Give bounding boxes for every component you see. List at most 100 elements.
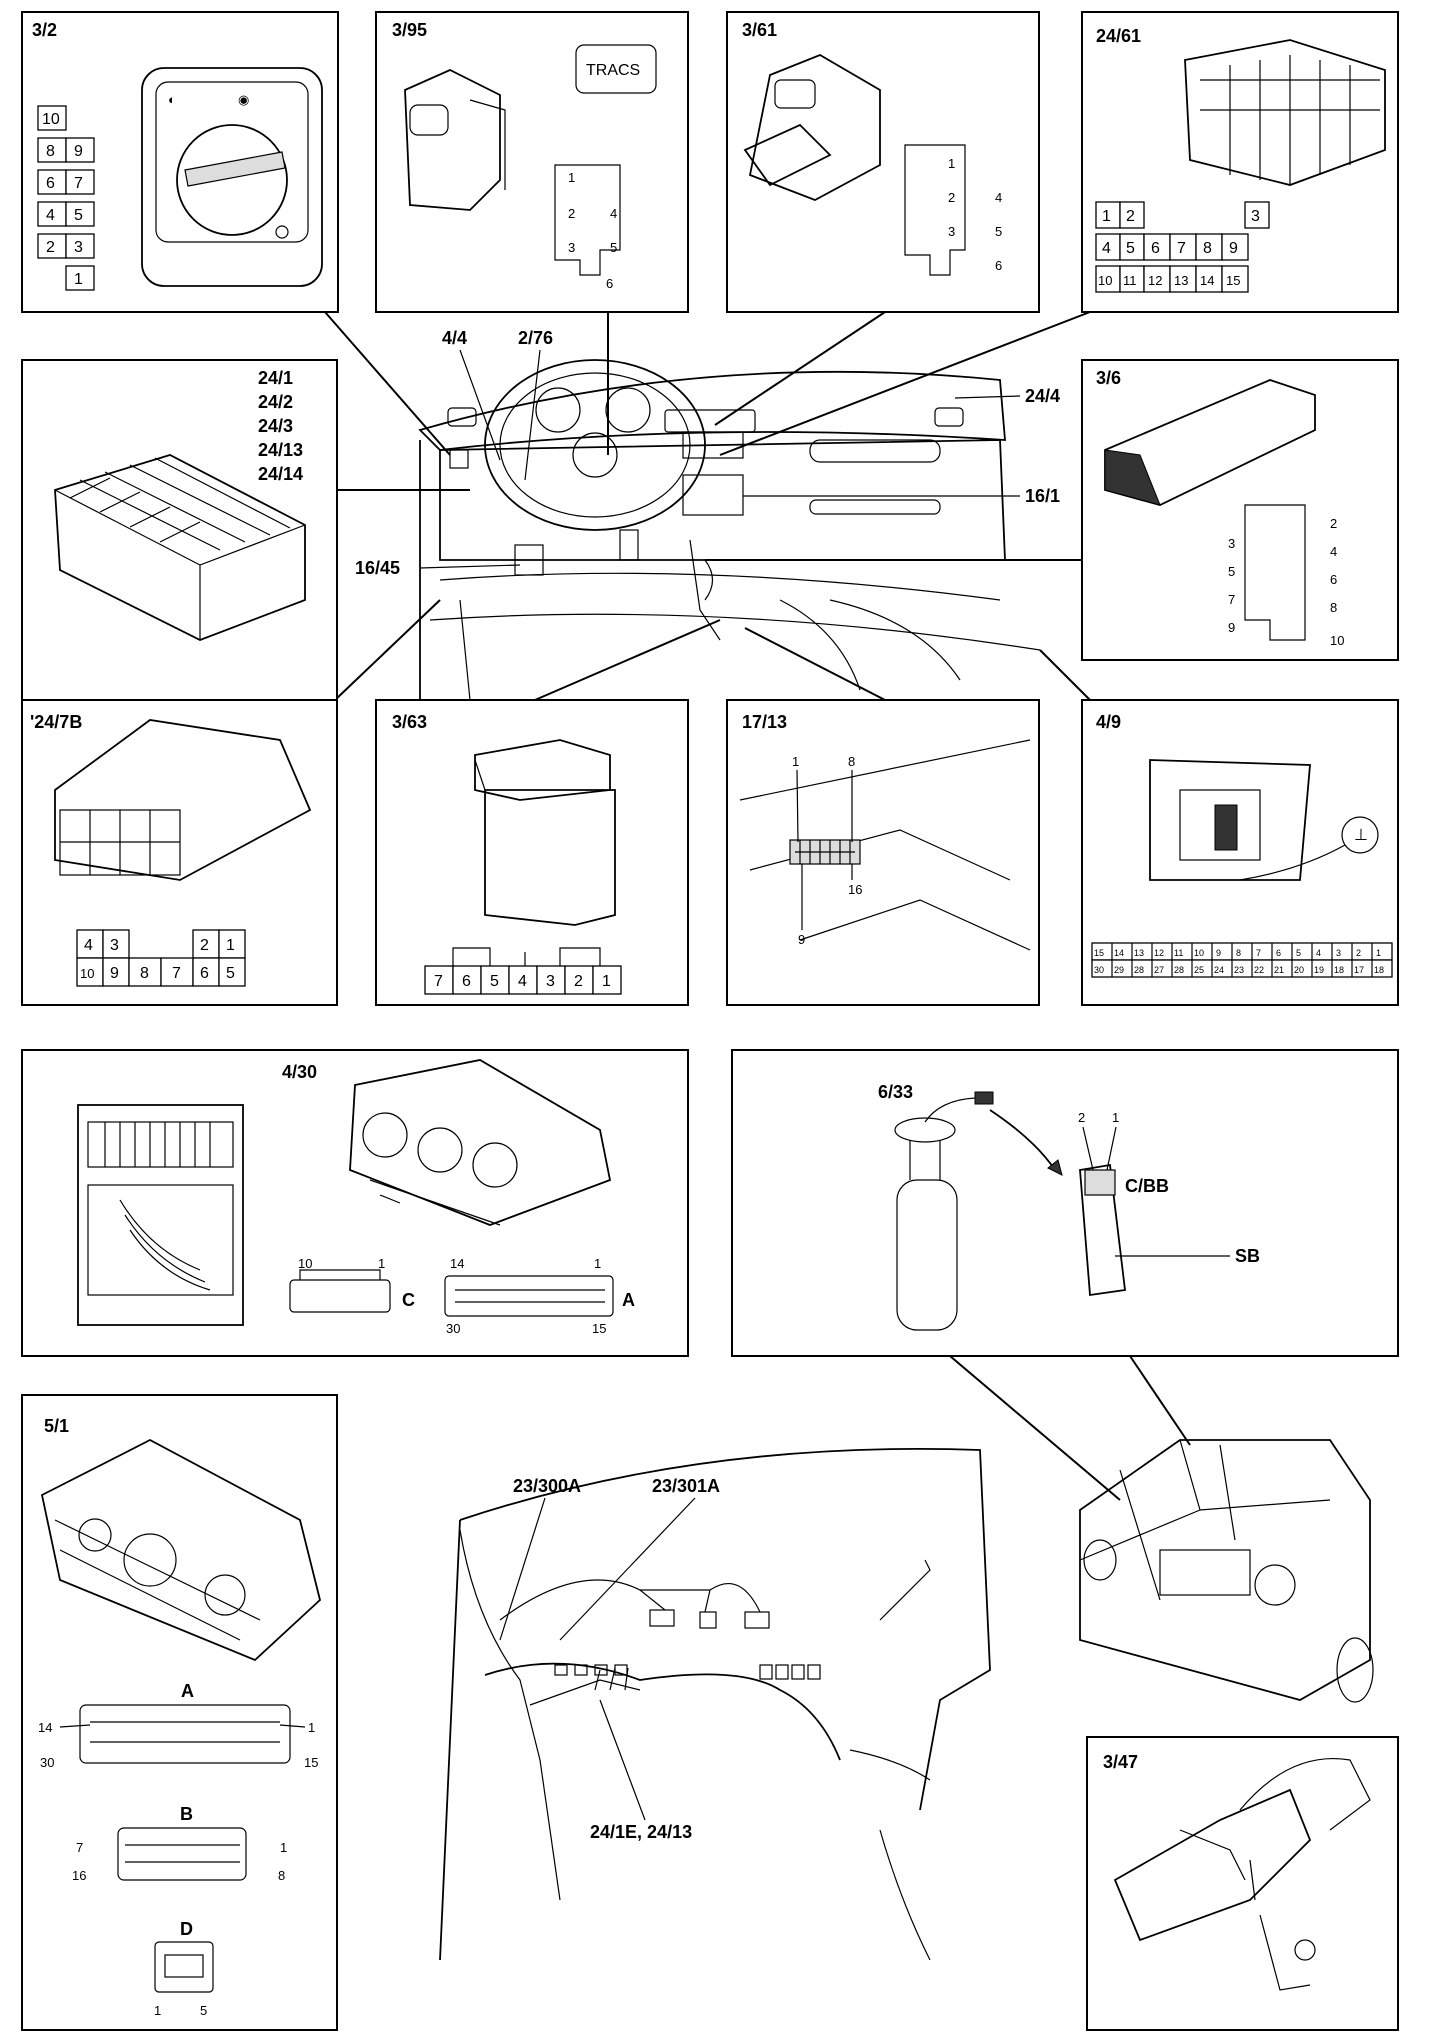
panel-title-3-6: 3/6 xyxy=(1096,368,1121,388)
pin-label: 6 xyxy=(46,175,55,192)
pin-label: 7 xyxy=(1228,592,1235,607)
pin-label: 6 xyxy=(1330,572,1337,587)
pin-label: 9 xyxy=(110,965,119,982)
connector-letter-a: A xyxy=(622,1290,635,1310)
pin-label: 10 xyxy=(298,1256,312,1271)
pin-label: 5 xyxy=(1126,240,1135,257)
pin-label: 1 xyxy=(594,1256,601,1271)
pin-label: 13 xyxy=(1174,273,1188,288)
pin-label: 2 xyxy=(568,206,575,221)
pin-label: 14 xyxy=(450,1256,464,1271)
pin-label: 18 xyxy=(1334,965,1344,975)
pin-label: 25 xyxy=(1194,965,1204,975)
pin-label: 4 xyxy=(46,207,55,224)
connector-label-cbb: C/BB xyxy=(1125,1176,1169,1196)
pin-label: 5 xyxy=(1296,948,1301,958)
pin-label: 6 xyxy=(606,276,613,291)
pin-label: 15 xyxy=(1226,273,1240,288)
callout-16-45: 16/45 xyxy=(355,558,400,578)
pin-label: 2 xyxy=(1330,516,1337,531)
panel-24-61: 24/61 1 2 3 4 5 6 7 8 9 10 11 12 13 14 1… xyxy=(1081,11,1399,313)
callout-16-1: 16/1 xyxy=(1025,486,1060,506)
harness-illustration: 23/300A 23/301A 24/1E, 24/13 xyxy=(439,1448,991,1961)
pin-label: 1 xyxy=(154,2003,161,2018)
pin-label: 8 xyxy=(1203,240,1212,257)
pin-label: 12 xyxy=(1154,948,1164,958)
pin-label: 12 xyxy=(1148,273,1162,288)
pin-label: 3 xyxy=(74,239,83,256)
pin-label: 30 xyxy=(1094,965,1104,975)
pin-label: 3 xyxy=(948,224,955,239)
pin-grid-4-9: 15 14 13 12 11 10 9 8 7 6 5 4 3 2 1 30 2… xyxy=(1091,942,1393,978)
pin-label: 2 xyxy=(46,239,55,256)
callout-23-300a: 23/300A xyxy=(513,1476,581,1496)
panel-3-61: 3/61 1 2 4 3 5 6 xyxy=(726,11,1040,313)
pin-label: 23 xyxy=(1234,965,1244,975)
pin-label: 10 xyxy=(80,966,94,981)
pin-label: 8 xyxy=(140,965,149,982)
pin-label: 1 xyxy=(792,754,799,769)
pin-label: 21 xyxy=(1274,965,1284,975)
pin-label: 1 xyxy=(1376,948,1381,958)
pin-label: 19 xyxy=(1314,965,1324,975)
panel-title-24-13: 24/13 xyxy=(258,440,303,460)
tracs-badge: TRACS xyxy=(586,62,640,79)
callout-24-1e-24-13: 24/1E, 24/13 xyxy=(590,1822,692,1842)
pin-label: 4 xyxy=(518,973,527,990)
pin-label: 28 xyxy=(1134,965,1144,975)
pin-label: 30 xyxy=(446,1321,460,1336)
pin-label: 10 xyxy=(1098,273,1112,288)
pin-label: 7 xyxy=(434,973,443,990)
pin-label: 8 xyxy=(278,1868,285,1883)
panel-title-17-13: 17/13 xyxy=(742,712,787,732)
pin-label: 27 xyxy=(1154,965,1164,975)
panel-4-30: 4/30 10 1 C 14 1 30 15 A xyxy=(21,1049,689,1357)
pin-label: 9 xyxy=(1228,620,1235,635)
pin-label: 1 xyxy=(308,1720,315,1735)
pin-label: 10 xyxy=(42,111,60,128)
pin-label: 2 xyxy=(1356,948,1361,958)
pin-label: 5 xyxy=(74,207,83,224)
pin-label: 11 xyxy=(1123,273,1137,288)
pin-label: 4 xyxy=(1330,544,1337,559)
pin-label: 1 xyxy=(948,156,955,171)
panel-title-24-2: 24/2 xyxy=(258,392,293,412)
pin-label: 7 xyxy=(172,965,181,982)
callout-24-4: 24/4 xyxy=(1025,386,1060,406)
pin-label: 1 xyxy=(568,170,575,185)
panel-title-24-3: 24/3 xyxy=(258,416,293,436)
pin-label: 8 xyxy=(46,143,55,160)
pin-label: 9 xyxy=(1229,240,1238,257)
pin-label: 6 xyxy=(200,965,209,982)
pin-label: 6 xyxy=(995,258,1002,273)
pin-label: 6 xyxy=(462,973,471,990)
panel-title-24-61: 24/61 xyxy=(1096,26,1141,46)
panel-title-24-14: 24/14 xyxy=(258,464,303,484)
callout-4-4: 4/4 xyxy=(442,328,467,348)
pin-label: 3 xyxy=(1336,948,1341,958)
pin-label: 3 xyxy=(568,240,575,255)
svg-text:◉: ◉ xyxy=(238,92,249,107)
callout-23-301a: 23/301A xyxy=(652,1476,720,1496)
pin-label: 8 xyxy=(1236,948,1241,958)
pin-label: 20 xyxy=(1294,965,1304,975)
svg-text:⊥: ⊥ xyxy=(1354,827,1368,844)
pin-label: 3 xyxy=(1228,536,1235,551)
panel-3-6: 3/6 2 3 4 5 6 7 8 9 10 xyxy=(1081,359,1399,661)
pin-label: 1 xyxy=(280,1840,287,1855)
pin-label: 5 xyxy=(610,240,617,255)
panel-4-9: 4/9 ⊥ 15 14 13 12 11 10 9 8 7 6 5 4 3 2 … xyxy=(1081,699,1399,1006)
pin-label: 1 xyxy=(1112,1110,1119,1125)
pin-label: 3 xyxy=(546,973,555,990)
pin-label: 1 xyxy=(226,937,235,954)
pin-label: 4 xyxy=(84,937,93,954)
callout-2-76: 2/76 xyxy=(518,328,553,348)
connector-title-b: B xyxy=(180,1804,193,1824)
panel-title-24-7b: '24/7B xyxy=(30,712,82,732)
panel-title-6-33: 6/33 xyxy=(878,1082,913,1102)
connector-label-sb: SB xyxy=(1235,1246,1260,1266)
pin-label: 15 xyxy=(304,1755,318,1770)
panel-5-1: 5/1 A 14 1 30 15 B 7 1 16 8 D 1 5 xyxy=(21,1394,338,2031)
pin-label: 9 xyxy=(74,143,83,160)
pin-label: 2 xyxy=(574,973,583,990)
